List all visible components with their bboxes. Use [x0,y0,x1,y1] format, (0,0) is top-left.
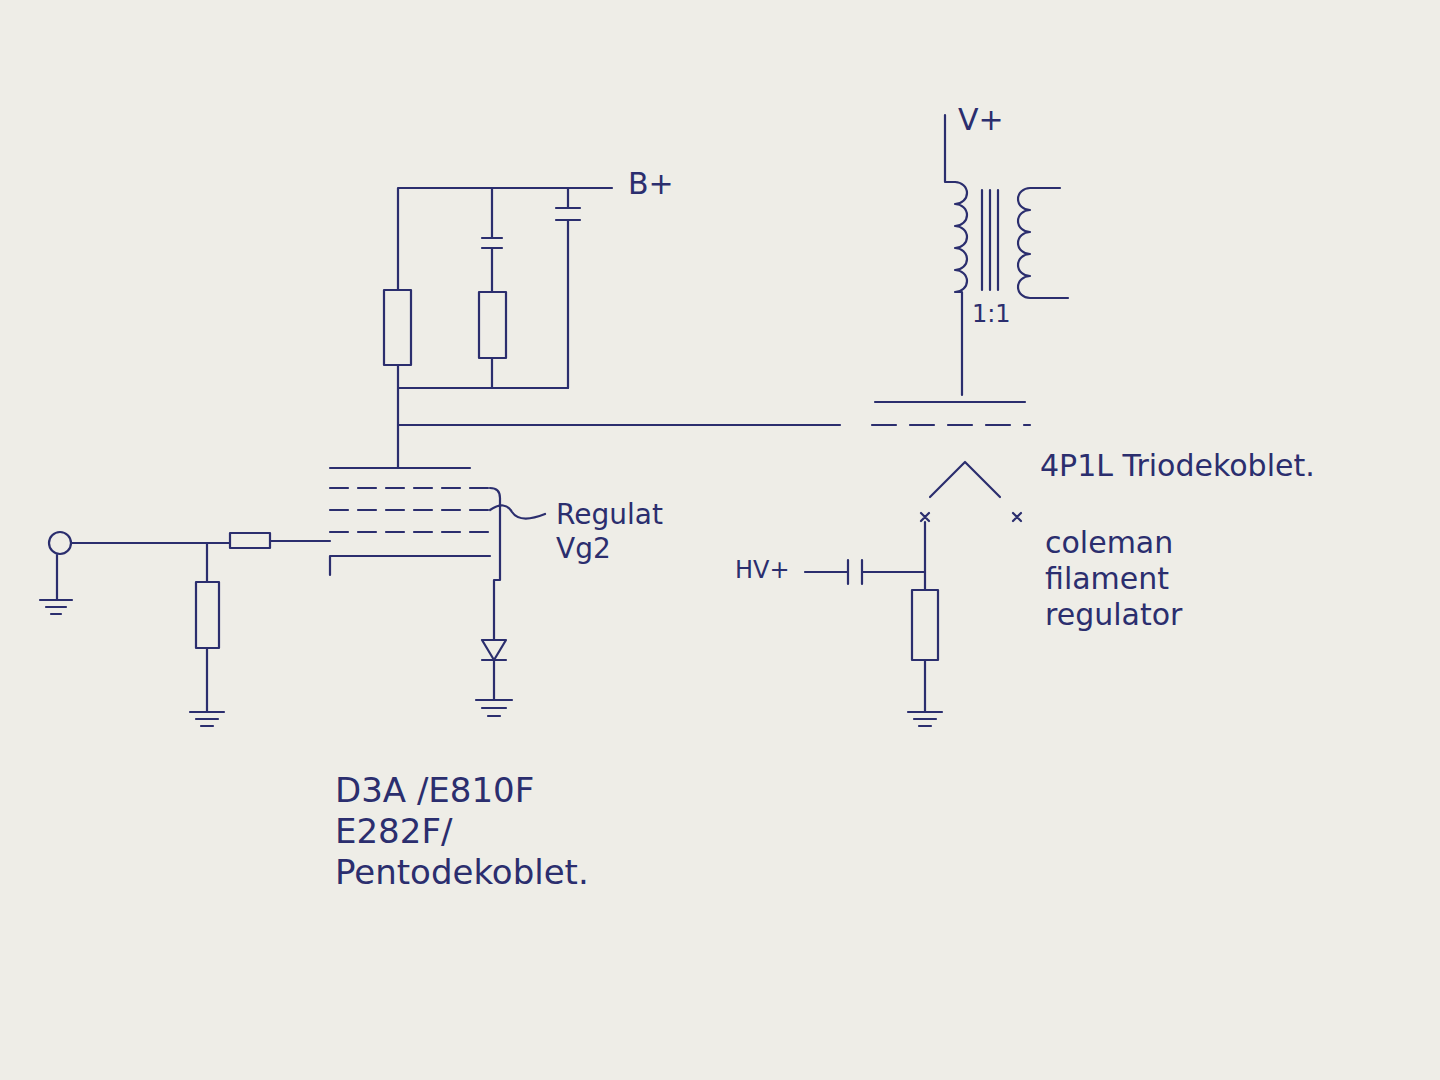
resistor-symbol [479,292,506,358]
resistor-symbol [196,582,219,648]
resistor-symbol [912,590,938,660]
wire [945,115,955,182]
wire [490,505,545,518]
ground-symbol [40,555,72,614]
transformer-secondary [1018,188,1068,298]
transformer-primary [955,182,967,395]
triode-plate [875,401,1025,403]
handwritten-label: B+ [628,166,698,202]
handwritten-label: coleman filament regulator [1045,525,1245,633]
triode-filament [930,462,1000,497]
resistor-symbol [384,290,411,365]
handwritten-label: V+ [958,102,1028,138]
wire [490,488,500,640]
pin-mark [921,513,1021,521]
handwritten-label: D3A /E810F E282F/ Pentodekoblet. [335,770,615,892]
diode-symbol [476,640,512,716]
transformer-core [982,190,998,290]
triode-grid [872,424,1030,426]
wire [71,541,330,543]
wire [398,424,840,426]
resistor-symbol [230,533,270,548]
handwritten-label: 1:1 [972,300,1032,329]
input-jack [49,532,71,554]
pentode-cathode [330,556,490,575]
pentode-grids [330,488,490,532]
capacitor-symbol [805,560,925,584]
capacitor-symbol [556,188,580,388]
handwritten-label: 4P1L Triodekoblet. [1040,448,1400,484]
wire [190,543,224,726]
pentode-plate [330,467,470,469]
handwritten-label: HV+ [735,556,803,585]
handwritten-label: Regulat Vg2 [556,498,716,565]
wire [908,522,942,726]
